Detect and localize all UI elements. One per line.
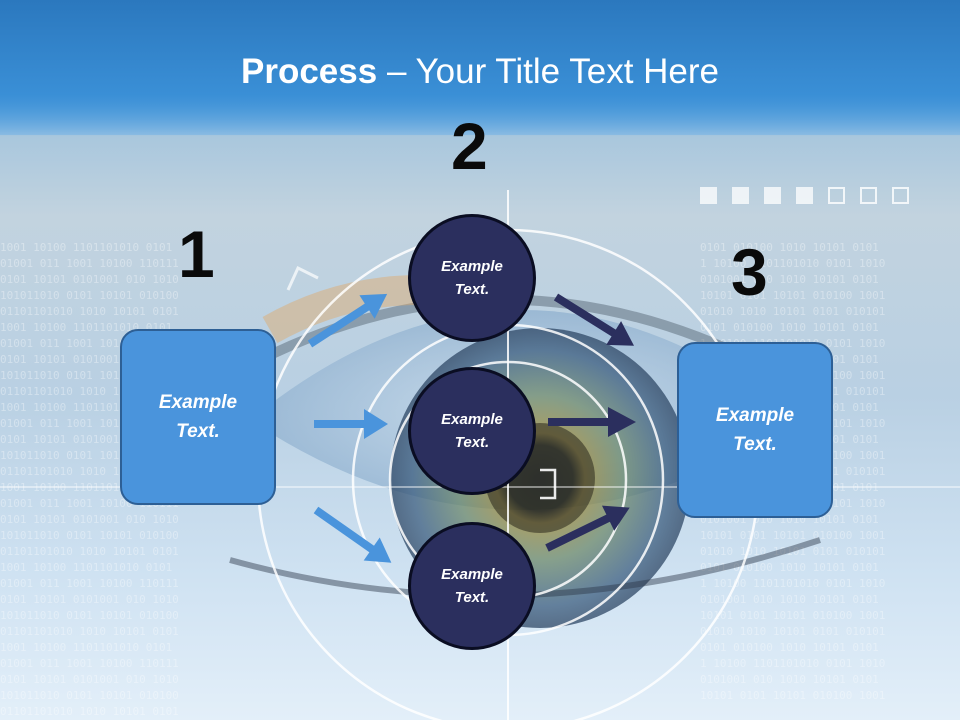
square-marker (700, 187, 717, 204)
circle-top-line1: Example (441, 258, 503, 275)
circle-bottom-line1: Example (441, 566, 503, 583)
arrow-bottom-to-right (545, 505, 630, 552)
title-bold: Process (241, 52, 378, 91)
square-marker (892, 187, 909, 204)
circle-top-line2: Text. (454, 281, 490, 298)
title-rest: – Your Title Text Here (377, 52, 719, 91)
square-marker (732, 187, 749, 204)
left-box-line1: Example (158, 392, 238, 413)
square-marker (860, 187, 877, 204)
right-box-line2: Text. (733, 434, 777, 455)
arrow-top-to-right (553, 293, 635, 346)
arrow-left-to-top (307, 293, 388, 348)
arrow-left-to-bottom (313, 506, 392, 563)
arrow-left-to-middle (314, 409, 388, 439)
circle-bottom-line2: Text. (454, 589, 490, 606)
slide-title: Process – Your Title Text Here (0, 52, 960, 92)
circle-middle-line1: Example (441, 411, 503, 428)
step-number-1: 1 (178, 217, 215, 291)
step-number-3: 3 (731, 235, 768, 309)
right-box-line1: Example (715, 405, 795, 426)
square-marker (796, 187, 813, 204)
arrow-middle-to-right (548, 407, 636, 437)
step-number-2: 2 (451, 109, 488, 183)
circle-middle-line2: Text. (454, 434, 490, 451)
square-marker (764, 187, 781, 204)
square-marker (828, 187, 845, 204)
title-band (0, 0, 960, 135)
left-box-line2: Text. (176, 421, 220, 442)
decorative-squares (700, 187, 909, 204)
